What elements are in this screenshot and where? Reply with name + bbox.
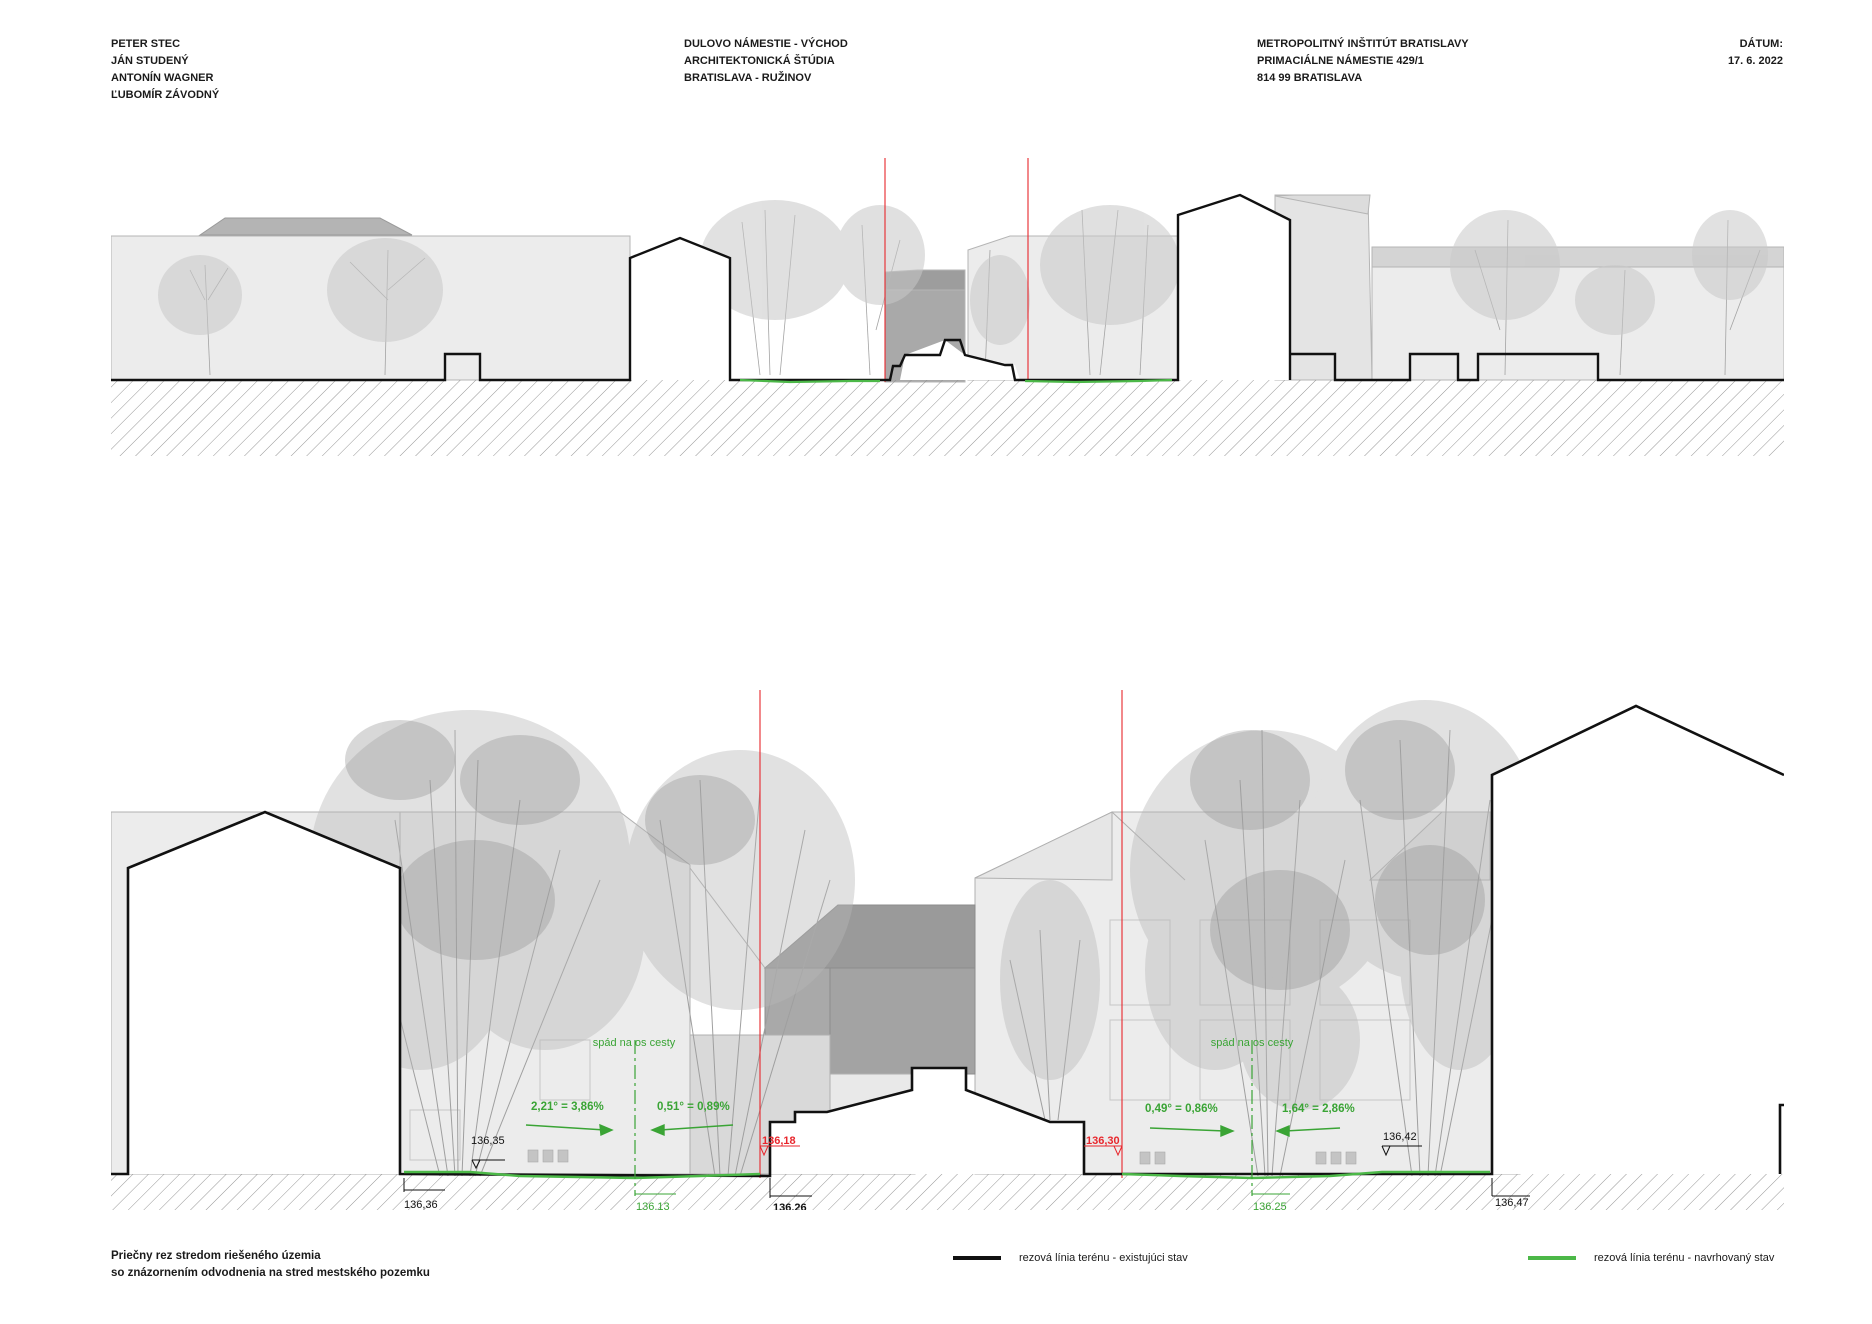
author-name: PETER STEC — [111, 38, 181, 50]
authors-block: PETER STEC JÁN STUDENÝ ANTONÍN WAGNER ĽU… — [111, 36, 219, 104]
level-label: 136,36 — [404, 1199, 438, 1211]
detail-tree-trunks — [359, 729, 1501, 1177]
level-label-proposed: 136,13 — [636, 1201, 670, 1213]
overview-ground-hatch — [111, 380, 1784, 456]
slope-note-line: spád na os cesty — [1211, 1037, 1294, 1049]
levels-existing: 136,35 136,36 136,26 136,42 136,47 — [404, 1131, 1529, 1214]
detail-terrain-proposed — [404, 1170, 761, 1180]
overview-terrain-existing — [111, 193, 1784, 382]
legend-label: rezová línia terénu - existujúci stav — [1019, 1252, 1188, 1264]
slope-note-right: spád na os cesty — [1211, 1037, 1294, 1049]
level-label: 136,42 — [1383, 1131, 1417, 1143]
caption-line: Priečny rez stredom riešeného územia — [111, 1250, 321, 1262]
level-label: 136,26 — [773, 1202, 807, 1214]
author-name: ĽUBOMÍR ZÁVODNÝ — [111, 89, 220, 101]
detail-section: HRANICA POZEMKU spád na os cesty spád na… — [111, 666, 1784, 1214]
date-label: DÁTUM: — [1739, 38, 1783, 50]
project-block: DULOVO NÁMESTIE - VÝCHOD ARCHITEKTONICKÁ… — [684, 36, 848, 87]
slope-note-left: spád na os cesty — [593, 1037, 676, 1049]
level-label-boundary: 136,18 — [762, 1135, 796, 1147]
slope-arrows — [525, 1123, 1341, 1138]
project-line: DULOVO NÁMESTIE - VÝCHOD — [684, 38, 848, 50]
slope-value: 1,64° = 2,86% — [1282, 1103, 1355, 1115]
level-label-boundary: 136,30 — [1086, 1135, 1120, 1147]
caption-line: so znázornením odvodnenia na stred mests… — [111, 1267, 430, 1279]
project-line: BRATISLAVA - RUŽINOV — [684, 72, 812, 84]
detail-ground-hatch — [111, 1174, 1784, 1210]
legend-label: rezová línia terénu - navrhovaný stav — [1594, 1252, 1775, 1264]
level-label-proposed: 136,25 — [1253, 1201, 1287, 1213]
client-line: 814 99 BRATISLAVA — [1257, 72, 1363, 84]
detail-terrain-proposed — [1121, 1170, 1490, 1180]
author-name: JÁN STUDENÝ — [111, 55, 189, 67]
levels-boundary: 136,18 136,30 — [762, 1135, 1120, 1147]
detail-terrain-existing — [111, 704, 1784, 1178]
overview-terrain-proposed — [739, 378, 880, 384]
slope-value: 0,49° = 0,86% — [1145, 1103, 1218, 1115]
slope-values: 2,21° = 3,86% 0,51° = 0,89% 0,49° = 0,86… — [531, 1101, 1355, 1115]
slope-value: 0,51° = 0,89% — [657, 1101, 730, 1113]
legend-existing: rezová línia terénu - existujúci stav — [953, 1252, 1188, 1264]
overview-terrain-proposed — [1024, 378, 1173, 384]
slope-note-line: spád na os cesty — [593, 1037, 676, 1049]
levels-proposed: 136,13 136,25 — [636, 1201, 1287, 1213]
drawing-caption: Priečny rez stredom riešeného územia so … — [111, 1248, 430, 1282]
client-line: METROPOLITNÝ INŠTITÚT BRATISLAVY — [1257, 38, 1469, 50]
detail-cut-buildings — [128, 706, 1784, 1174]
legend-proposed: rezová línia terénu - navrhovaný stav — [1528, 1252, 1774, 1264]
overview-foliage — [158, 200, 1768, 345]
date-block: DÁTUM: 17. 6. 2022 — [1728, 36, 1783, 70]
overview-section — [111, 158, 1784, 456]
level-markers — [403, 1145, 1530, 1198]
overview-cut-buildings — [630, 195, 1290, 380]
level-markers-boundary — [759, 1145, 1123, 1157]
legend-swatch-green — [1528, 1256, 1576, 1260]
level-label: 136,47 — [1495, 1197, 1529, 1209]
legend-swatch-black — [953, 1256, 1001, 1260]
client-line: PRIMACIÁLNE NÁMESTIE 429/1 — [1257, 55, 1424, 67]
author-name: ANTONÍN WAGNER — [111, 72, 214, 84]
boundary-label: HRANICA POZEMKU — [877, 666, 993, 680]
client-block: METROPOLITNÝ INŠTITÚT BRATISLAVY PRIMACI… — [1257, 36, 1469, 87]
detail-tree-texture — [345, 720, 1485, 990]
detail-terrain-existing-right-edge — [1778, 1103, 1784, 1174]
slope-value: 2,21° = 3,86% — [531, 1101, 604, 1113]
date-value: 17. 6. 2022 — [1727, 55, 1783, 67]
level-label: 136,35 — [471, 1135, 505, 1147]
project-line: ARCHITEKTONICKÁ ŠTÚDIA — [684, 55, 835, 67]
